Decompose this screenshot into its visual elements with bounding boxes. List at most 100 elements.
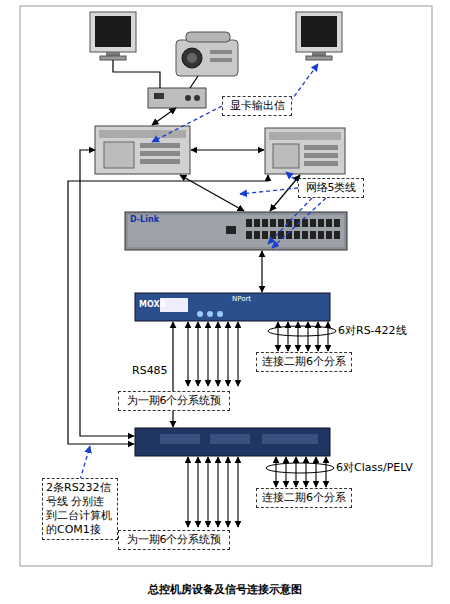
signal-wire xyxy=(197,322,198,386)
signal-wire xyxy=(217,457,218,527)
callout-leader xyxy=(240,188,298,194)
serial-device xyxy=(160,434,200,444)
signal-wire xyxy=(237,457,238,527)
brand-logo: MOXA xyxy=(139,300,166,310)
switch-port xyxy=(254,231,260,239)
monitor xyxy=(106,52,120,56)
caption: 总控机房设备及信号连接示意图 xyxy=(0,582,450,597)
video-splitter xyxy=(185,95,191,101)
video-cable xyxy=(190,76,198,88)
switch-port xyxy=(334,219,340,227)
switch-port xyxy=(334,231,340,239)
switch-port xyxy=(262,219,268,227)
industrial-pc xyxy=(140,151,180,156)
serial-device xyxy=(262,434,318,444)
serial-device xyxy=(135,428,330,456)
signal-wire xyxy=(327,322,328,351)
signal-wire xyxy=(285,457,286,487)
projector xyxy=(182,48,202,68)
callout-text: 为一期6个分系统预 xyxy=(122,533,226,547)
switch-port xyxy=(302,219,308,227)
projector xyxy=(187,53,197,63)
switch-port xyxy=(270,219,276,227)
signal-wire xyxy=(217,322,218,386)
monitor xyxy=(296,12,342,60)
signal-wire xyxy=(277,322,278,351)
switch-port xyxy=(318,231,324,239)
monitor xyxy=(296,12,342,52)
switch-port xyxy=(294,231,300,239)
monitor xyxy=(301,16,337,47)
callout-leader xyxy=(290,64,318,102)
industrial-pc xyxy=(265,128,345,174)
switch-port xyxy=(262,231,268,239)
signal-wire xyxy=(207,322,208,386)
switch-port xyxy=(326,219,332,227)
bundle-label: 6对RS-422线 xyxy=(338,324,407,337)
callout-text: 连接二期6个分系 xyxy=(260,491,348,505)
bundle-ellipse xyxy=(266,463,334,473)
projector xyxy=(176,40,238,76)
monitor xyxy=(100,56,126,60)
switch-port xyxy=(310,219,316,227)
video-splitter xyxy=(148,88,206,108)
industrial-pc xyxy=(95,126,190,174)
bundle-ellipse xyxy=(268,326,336,336)
video-splitter xyxy=(194,95,200,101)
network-switch xyxy=(128,215,344,247)
serial-server xyxy=(135,293,330,321)
signal-wire xyxy=(187,322,188,386)
signal-wire xyxy=(325,457,326,487)
video-splitter xyxy=(154,93,164,99)
video-cable xyxy=(113,60,198,88)
switch-port xyxy=(270,231,276,239)
bundle-label: 6对Class/PELV xyxy=(336,461,413,474)
callout-text: 为一期6个分系统预 xyxy=(122,394,226,408)
network-switch xyxy=(125,212,347,250)
network-switch xyxy=(125,212,347,250)
projector xyxy=(176,32,238,76)
callout-text: 网络5类线 xyxy=(302,181,360,195)
callout-box: 为一期6个分系统预 xyxy=(118,391,230,411)
industrial-pc xyxy=(99,130,186,138)
switch-port xyxy=(246,231,252,239)
serial-server xyxy=(217,311,223,317)
switch-port xyxy=(254,219,260,227)
switch-port xyxy=(302,231,308,239)
switch-port xyxy=(318,219,324,227)
industrial-pc xyxy=(304,161,338,166)
monitor xyxy=(312,52,326,56)
callout-leader xyxy=(152,106,222,142)
callout-leader xyxy=(272,198,326,248)
signal-wire xyxy=(227,457,228,527)
callout-text: 连接二期6个分系 xyxy=(260,355,348,369)
serial-server xyxy=(197,311,203,317)
industrial-pc xyxy=(140,143,180,148)
serial-device xyxy=(135,428,330,456)
signal-wire xyxy=(197,457,198,527)
model-name: NPort xyxy=(232,295,251,304)
industrial-pc xyxy=(304,145,338,150)
serial-server xyxy=(207,311,213,317)
industrial-pc xyxy=(95,126,190,174)
callout-leader xyxy=(80,446,90,480)
brand-logo: D-Link xyxy=(130,215,159,225)
switch-port xyxy=(278,219,284,227)
projector xyxy=(210,50,232,54)
industrial-pc xyxy=(140,159,180,164)
callout-box: 连接二期6个分系 xyxy=(256,488,352,508)
industrial-pc xyxy=(269,132,341,140)
signal-wire xyxy=(237,322,238,386)
serial-server xyxy=(135,293,330,321)
monitor xyxy=(306,56,332,60)
projector xyxy=(210,58,232,62)
cable xyxy=(172,322,173,427)
callout-box: 为一期6个分系统预 xyxy=(118,530,230,550)
callout-leader xyxy=(80,64,326,480)
switch-port xyxy=(310,231,316,239)
industrial-pc xyxy=(265,128,345,174)
callout-box: 连接二期6个分系 xyxy=(256,352,352,372)
serial-device xyxy=(210,434,250,444)
signal-name: RS485 xyxy=(132,364,168,377)
